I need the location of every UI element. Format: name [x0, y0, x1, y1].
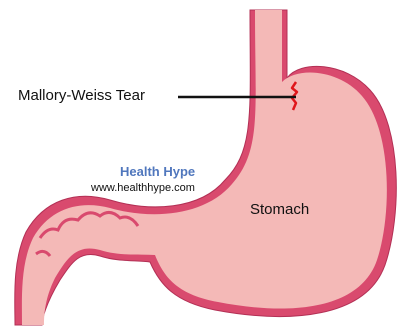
stomach-interior	[22, 10, 387, 325]
watermark-brand: Health Hype	[120, 164, 195, 179]
watermark-url: www.healthhype.com	[91, 182, 195, 194]
stomach-label: Stomach	[250, 201, 309, 218]
tear-label: Mallory-Weiss Tear	[18, 87, 145, 104]
